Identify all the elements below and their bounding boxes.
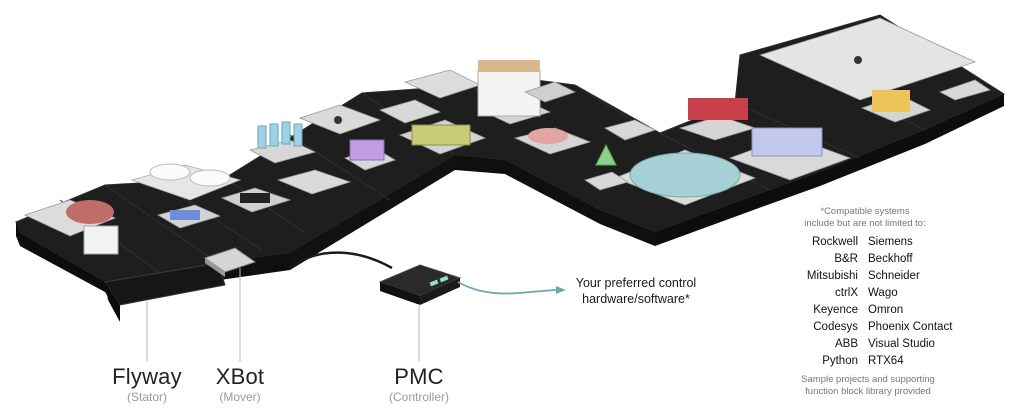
footnote-line1: Sample projects and supporting xyxy=(801,374,935,385)
flyway-label: Flyway (Stator) xyxy=(102,364,192,404)
pmc-controller-icon xyxy=(378,264,462,305)
compat-row: ABB Visual Studio xyxy=(791,336,952,353)
compat-left-cell: ABB xyxy=(834,338,858,351)
compat-row: Rockwell Siemens xyxy=(791,233,952,250)
compat-left-cell: Keyence xyxy=(813,303,858,316)
arrow-right-icon xyxy=(457,281,566,295)
compat-right-cell: Siemens xyxy=(868,235,913,248)
control-hardware-text: Your preferred control hardware/software… xyxy=(563,275,709,307)
compat-row: ctrlX Wago xyxy=(791,284,952,301)
compat-left-cell: ctrlX xyxy=(835,286,858,299)
flyway-subtitle: (Stator) xyxy=(126,390,167,404)
compat-right-cell: Omron xyxy=(868,303,904,316)
compat-right-cell: Phoenix Contact xyxy=(868,321,953,334)
compat-row: Mitsubishi Schneider xyxy=(791,267,952,284)
footnote-line2: function block library provided xyxy=(805,386,931,397)
compat-note-line1: *Compatible systems xyxy=(820,206,910,217)
pmc-subtitle: (Controller) xyxy=(388,390,449,404)
flyway-title: Flyway xyxy=(112,364,182,389)
control-text-line1: Your preferred control xyxy=(575,276,697,290)
compat-right-cell: Beckhoff xyxy=(868,252,913,265)
compat-left-cell: Codesys xyxy=(813,321,858,334)
compat-row: B&R Beckhoff xyxy=(791,250,952,267)
cable xyxy=(289,251,393,270)
compat-note-line2: include but are not limited to: xyxy=(804,218,926,229)
compat-right-cell: Schneider xyxy=(868,269,920,282)
sample-projects-note: Sample projects and supporting function … xyxy=(788,374,948,398)
xbot-subtitle: (Mover) xyxy=(219,390,261,404)
compat-left-cell: B&R xyxy=(834,252,858,265)
compat-right-cell: Visual Studio xyxy=(868,338,935,351)
compat-row: Codesys Phoenix Contact xyxy=(791,318,952,335)
xbot-mover xyxy=(203,247,257,277)
compat-left-cell: Mitsubishi xyxy=(806,269,858,282)
compat-row: Python RTX64 xyxy=(791,353,952,370)
compatible-systems-note: *Compatible systems include but are not … xyxy=(790,206,940,230)
xbot-label: XBot (Mover) xyxy=(200,364,280,404)
flyway-stator-tile xyxy=(104,262,226,322)
xbot-movers xyxy=(23,17,991,255)
pmc-label: PMC (Controller) xyxy=(374,364,464,404)
xbot-title: XBot xyxy=(215,364,265,389)
pmc-title: PMC xyxy=(394,364,444,389)
control-text-line2: hardware/software* xyxy=(582,292,690,306)
compat-row: Keyence Omron xyxy=(791,301,952,318)
compat-left-cell: Rockwell xyxy=(811,235,858,248)
compat-left-cell: Python xyxy=(822,355,858,368)
compat-right-cell: RTX64 xyxy=(868,355,904,368)
compat-right-cell: Wago xyxy=(868,286,898,299)
flyway-platform xyxy=(15,14,1006,300)
